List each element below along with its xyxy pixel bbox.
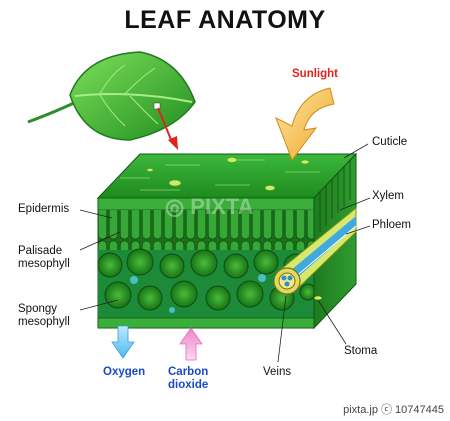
- leaf-section-block: [96, 152, 358, 330]
- zoom-arrow-icon: [157, 107, 178, 150]
- sunlight-arrow-icon: [275, 87, 335, 162]
- page-title: LEAF ANATOMY: [124, 6, 326, 34]
- label-sunlight: Sunlight: [292, 68, 338, 80]
- label-xylem: Xylem: [372, 190, 404, 202]
- label-epidermis: Epidermis: [18, 203, 70, 215]
- oxygen-arrow-icon: [111, 325, 135, 359]
- vein-bundle: [273, 206, 357, 295]
- label-phloem: Phloem: [372, 219, 411, 231]
- leader-lines: [79, 143, 371, 363]
- label-veins: Veins: [263, 366, 292, 378]
- label-stoma: Stoma: [344, 345, 378, 357]
- label-palisade-mesophyll: Palisade mesophyll: [18, 245, 70, 270]
- carbon-dioxide-arrow-icon: [179, 327, 203, 361]
- label-oxygen: Oxygen: [103, 366, 146, 378]
- label-carbon-dioxide: Carbon dioxide: [168, 366, 209, 391]
- label-cuticle: Cuticle: [372, 136, 408, 148]
- watermark-text: ◎ PIXTA: [165, 194, 254, 219]
- leaf-illustration: [27, 51, 196, 141]
- label-spongy-mesophyll: Spongy mesophyll: [18, 303, 70, 328]
- footer-credit: pixta.jp ⓒ 10747445: [343, 404, 444, 416]
